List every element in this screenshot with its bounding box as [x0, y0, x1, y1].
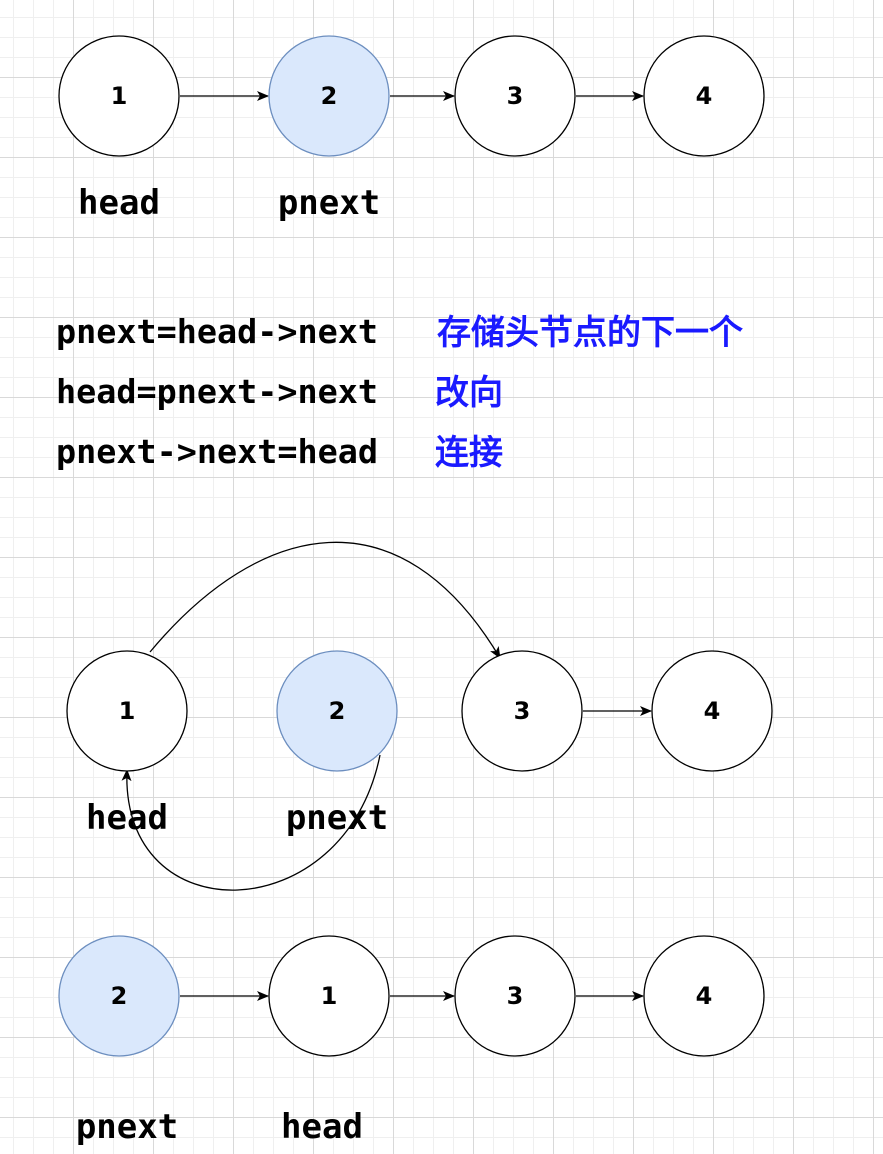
- node-circle-highlighted: [58, 935, 180, 1057]
- node-value: 4: [704, 697, 721, 725]
- node-circle: [268, 935, 390, 1057]
- node-circle: [461, 650, 583, 772]
- code-line-2: head=pnext->next: [56, 372, 378, 411]
- step2-curve-2-to-1: [121, 754, 381, 891]
- step1-node-c: 3: [454, 35, 576, 157]
- node-value: 1: [321, 982, 338, 1010]
- step1-node-d: 4: [643, 35, 765, 157]
- node-value: 1: [119, 697, 136, 725]
- node-circle: [643, 35, 765, 157]
- node-circle: [66, 650, 188, 772]
- step3-node-a: 2: [58, 935, 180, 1057]
- step3-pnext-label: pnext: [76, 1107, 178, 1147]
- step1-pnext-label: pnext: [278, 183, 380, 223]
- step2-node-b: 2: [276, 650, 398, 772]
- code-block: pnext=head->next 存储头节点的下一个 head=pnext->n…: [56, 312, 743, 473]
- step2-head-label: head: [86, 798, 168, 838]
- step3-head-label: head: [281, 1107, 363, 1147]
- node-circle: [651, 650, 773, 772]
- node-value: 1: [111, 82, 128, 110]
- step3-node-b: 1: [268, 935, 390, 1057]
- node-value: 2: [321, 82, 338, 110]
- node-circle: [643, 935, 765, 1057]
- step2-node-d: 4: [651, 650, 773, 772]
- step3-list: 2 1 3 4 pnext head: [58, 935, 765, 1147]
- node-value: 3: [507, 82, 524, 110]
- node-value: 3: [507, 982, 524, 1010]
- node-value: 2: [111, 982, 128, 1010]
- step3-node-d: 4: [643, 935, 765, 1057]
- step3-node-c: 3: [454, 935, 576, 1057]
- step2-list: 1 2 3 4 head pnext: [66, 541, 773, 891]
- node-circle: [58, 35, 180, 157]
- code-comment-3: 连接: [435, 433, 503, 473]
- code-comment-1: 存储头节点的下一个: [437, 313, 743, 353]
- step2-curve-1-to-3: [149, 541, 501, 659]
- node-circle: [454, 935, 576, 1057]
- node-circle: [454, 35, 576, 157]
- node-value: 2: [329, 697, 346, 725]
- code-comment-2: 改向: [435, 373, 503, 413]
- step2-node-a: 1: [66, 650, 188, 772]
- step1-list: 1 2 3 4 head pnext: [58, 35, 765, 223]
- step1-head-label: head: [78, 183, 160, 223]
- step2-pnext-label: pnext: [286, 798, 388, 838]
- node-value: 4: [696, 82, 713, 110]
- node-circle-highlighted: [276, 650, 398, 772]
- step1-node-a: 1: [58, 35, 180, 157]
- code-line-1: pnext=head->next: [56, 312, 378, 351]
- step2-node-c: 3: [461, 650, 583, 772]
- code-line-3: pnext->next=head: [56, 432, 378, 471]
- node-value: 4: [696, 982, 713, 1010]
- step1-node-b: 2: [268, 35, 390, 157]
- node-value: 3: [514, 697, 531, 725]
- node-circle-highlighted: [268, 35, 390, 157]
